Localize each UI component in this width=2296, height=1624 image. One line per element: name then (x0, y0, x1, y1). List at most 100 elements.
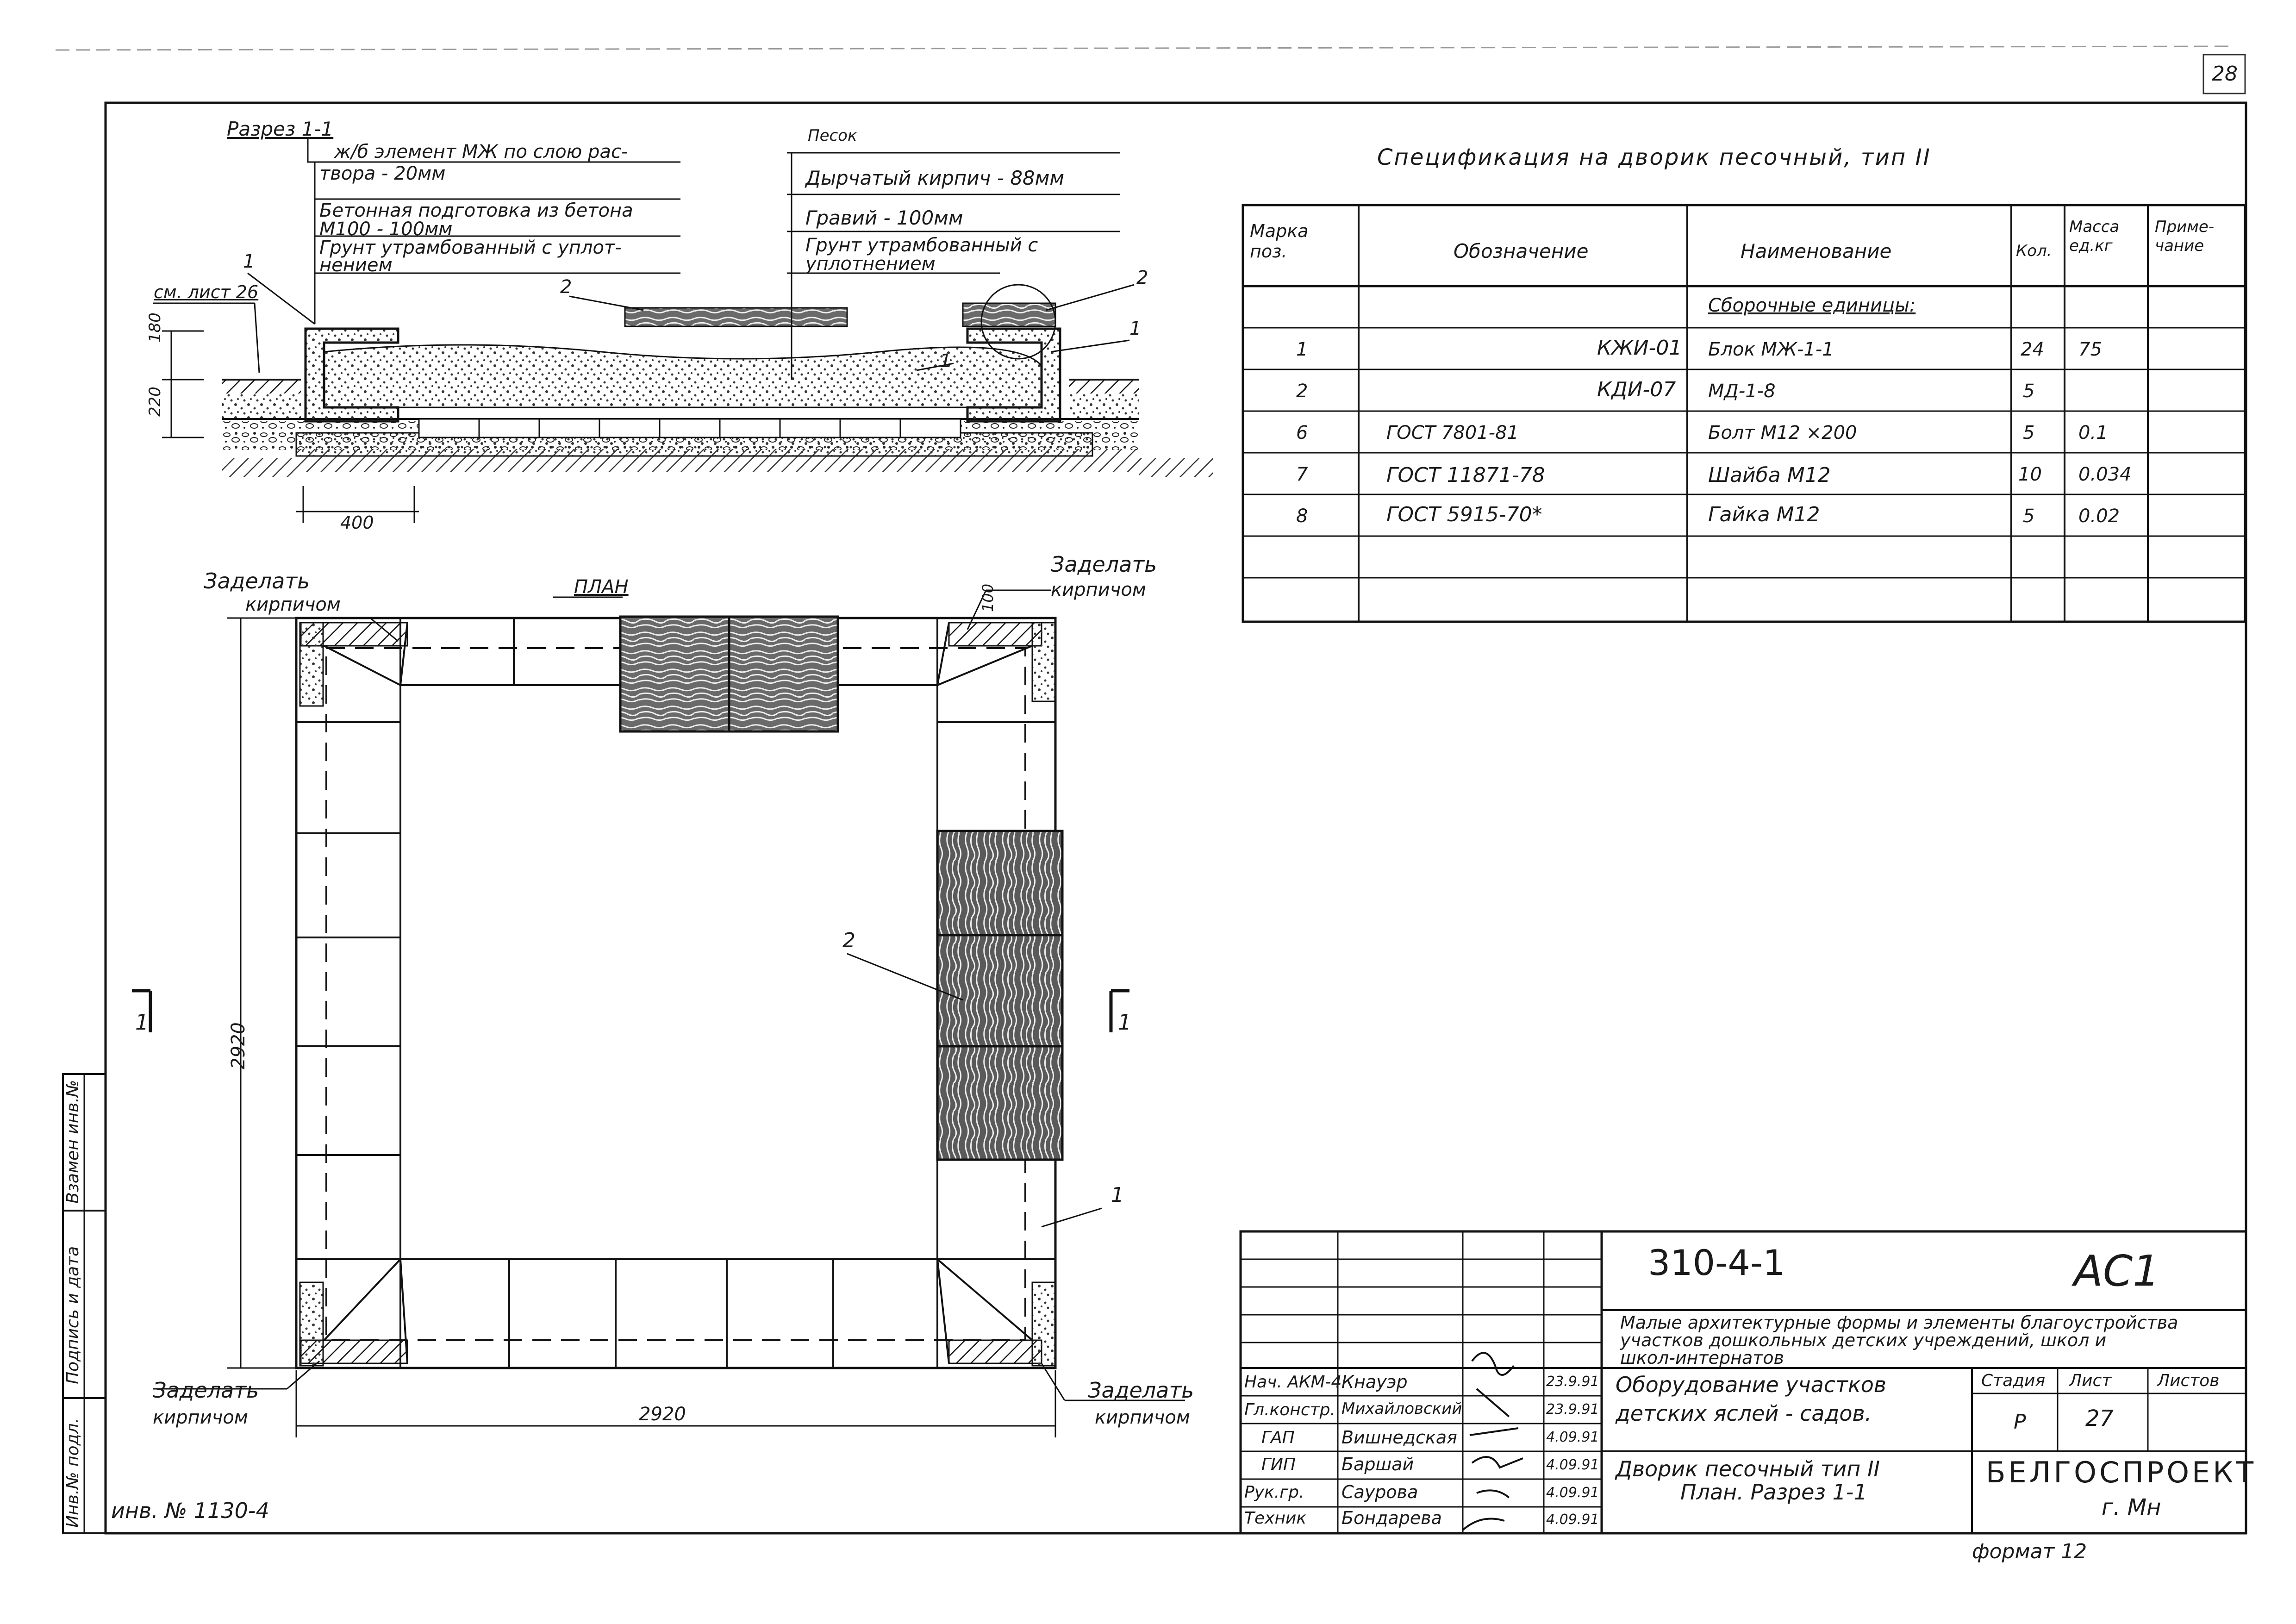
staff-name: Вишнедская (1341, 1427, 1458, 1448)
object-title: Оборудование участков (1616, 1372, 1886, 1397)
dim-label: 400 (340, 512, 374, 533)
sidebar-label: Инв.№ подл. (63, 1418, 82, 1528)
cut-mark-label: 1 (135, 1010, 149, 1035)
spec-qty: 10 (2018, 464, 2042, 485)
spec-qty: 5 (2023, 506, 2035, 527)
object-title: детских яслей - садов. (1616, 1401, 1872, 1426)
spec-pos: 6 (1296, 422, 1308, 443)
sidebar-label: Подпись и дата (63, 1246, 82, 1384)
spec-pos: 7 (1296, 464, 1308, 485)
staff-date: 4.09.91 (1546, 1512, 1599, 1528)
project-desc: школ-интернатов (1620, 1348, 1784, 1368)
sidebar-stamp (62, 1073, 106, 1534)
staff-name: Саурова (1341, 1482, 1418, 1502)
inventory-number: инв. № 1130-4 (111, 1498, 269, 1523)
callout-number: 2 (560, 276, 572, 298)
staff-date: 4.09.91 (1546, 1429, 1599, 1445)
org-name: БЕЛГОСПРОЕКТ (1986, 1455, 2257, 1489)
spec-name: Шайба М12 (1708, 463, 1831, 487)
spec-mass: 0.1 (2078, 422, 2108, 443)
stage-value: Р (2014, 1410, 2026, 1434)
spec-mass: 0.02 (2078, 506, 2120, 527)
spec-title: Спецификация на дворик песочный, тип II (1377, 144, 1931, 170)
spec-name: Блок МЖ-1-1 (1708, 339, 1834, 360)
callout-number: 1 (940, 350, 952, 372)
section-note: Бетонная подготовка из бетона (319, 200, 633, 221)
titleblock-grid (1239, 1230, 2247, 1535)
spec-designation: ГОСТ 7801-81 (1386, 422, 1519, 443)
staff-name: Баршай (1341, 1454, 1414, 1474)
spec-col-header: Обозначение (1454, 240, 1589, 262)
sheet-number-box (2202, 54, 2246, 94)
spec-qty: 24 (2021, 339, 2044, 360)
doc-code: 310-4-1 (1648, 1242, 1785, 1283)
sheets-label: Листов (2157, 1371, 2220, 1390)
fill-label: кирпичом (153, 1407, 248, 1428)
section-title: Разрез 1-1 (227, 118, 334, 140)
spec-pos: 2 (1296, 381, 1308, 402)
fill-label: Заделать (204, 568, 310, 593)
section-note: ж/б элемент МЖ по слою рас- (334, 141, 628, 162)
staff-name: Михайловский (1341, 1399, 1462, 1418)
spec-pos: 8 (1296, 506, 1308, 527)
spec-col-header: Масса ед.кг (2069, 218, 2120, 255)
spec-qty: 5 (2023, 381, 2035, 402)
section-note: Грунт утрамбованный с уплот- (319, 237, 622, 258)
dim-label: 220 (146, 387, 164, 417)
section-note: Дырчатый кирпич - 88мм (805, 167, 1065, 189)
callout-number: 2 (842, 929, 855, 952)
spec-col-header: Кол. (2016, 242, 2052, 260)
sheet-title: План. Разрез 1-1 (1680, 1480, 1867, 1505)
stage-label: Стадия (1981, 1371, 2046, 1390)
staff-date: 23.9.91 (1546, 1374, 1599, 1390)
staff-date: 4.09.91 (1546, 1457, 1599, 1473)
dim-label: 2920 (639, 1404, 686, 1425)
callout-number: 1 (243, 251, 255, 272)
spec-designation: КЖИ-01 (1597, 336, 1682, 360)
section-note: нением (319, 255, 393, 276)
callout-number: 1 (1129, 318, 1142, 339)
spec-qty: 5 (2023, 422, 2035, 443)
sheet-value: 27 (2085, 1405, 2114, 1431)
spec-table-grid (1242, 204, 2246, 623)
spec-designation: КДИ-07 (1597, 378, 1676, 401)
staff-role: ГАП (1261, 1428, 1295, 1447)
spec-designation: ГОСТ 5915-70* (1386, 503, 1542, 526)
section-note: уплотнением (805, 253, 936, 275)
sheet-label: Лист (2069, 1371, 2112, 1390)
staff-role: Гл.констр. (1244, 1400, 1335, 1419)
project-desc: Малые архитектурные формы и элементы бла… (1620, 1312, 2178, 1333)
section-note: твора - 20мм (319, 163, 446, 184)
sidebar-label: Взамен инв.№ (63, 1080, 82, 1204)
spec-col-header: Марка поз. (1250, 221, 1309, 262)
sheet-number: 28 (2212, 62, 2238, 86)
project-desc: участков дошкольных детских учреждений, … (1620, 1330, 2107, 1350)
callout-number: 1 (1111, 1183, 1124, 1207)
spec-col-header: Наименование (1741, 240, 1892, 262)
spec-name: МД-1-8 (1708, 381, 1776, 402)
staff-role: Техник (1244, 1509, 1307, 1528)
fill-label: Заделать (153, 1378, 259, 1403)
staff-name: Бондарева (1341, 1508, 1442, 1528)
fill-label: Заделать (1088, 1378, 1194, 1403)
spec-mass: 75 (2078, 339, 2102, 360)
fill-label: кирпичом (245, 594, 341, 615)
plan-drawing (132, 589, 1185, 1437)
staff-role: ГИП (1261, 1455, 1296, 1474)
fill-label: Заделать (1051, 552, 1157, 577)
section-note: Гравий - 100мм (805, 206, 963, 229)
fill-label: кирпичом (1095, 1407, 1190, 1428)
spec-col-header: Приме-чание (2155, 218, 2215, 255)
spec-pos: 1 (1296, 339, 1308, 360)
section-note: Грунт утрамбованный с (805, 235, 1038, 256)
section-ref: см. лист 26 (154, 282, 259, 302)
spec-group-label: Сборочные единицы: (1708, 295, 1916, 316)
format-label: формат 12 (1972, 1540, 2087, 1563)
dim-label: 100 (979, 583, 997, 612)
staff-name: Кнауэр (1341, 1372, 1408, 1392)
sheet-title: Дворик песочный тип II (1616, 1456, 1880, 1481)
staff-role: Нач. АКМ-4 (1244, 1373, 1342, 1392)
section-note: Песок (808, 126, 857, 145)
sheet-frame (104, 101, 2247, 1535)
